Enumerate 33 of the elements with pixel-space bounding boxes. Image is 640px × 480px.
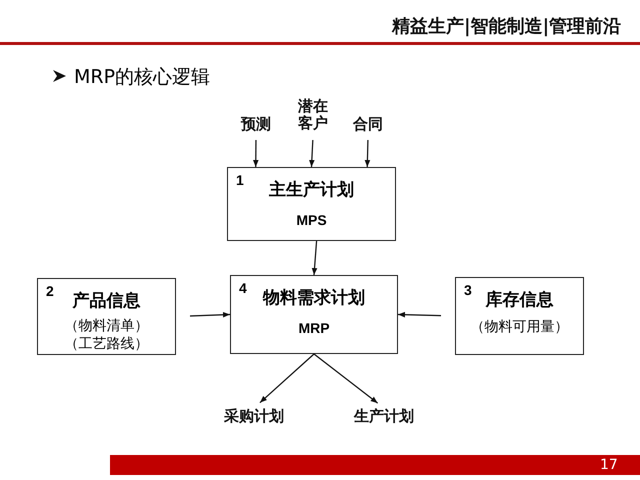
arrow <box>398 312 442 318</box>
box-heading: 产品信息 <box>72 290 140 312</box>
arrow <box>253 140 259 167</box>
arrow <box>309 140 315 168</box>
box-subtitle: MRP <box>298 320 330 336</box>
process-box <box>230 275 398 354</box>
arrow <box>314 354 378 404</box>
box-heading: 主生产计划 <box>269 179 354 201</box>
process-box <box>227 167 396 241</box>
box-note: （物料可用量） <box>470 318 568 336</box>
input-label: 预测 <box>238 116 274 136</box>
process-box <box>37 278 176 355</box>
box-number: 4 <box>239 280 247 296</box>
page-number: 17 <box>600 457 618 473</box>
header-tagline: 精益生产|智能制造|管理前沿 <box>392 15 622 38</box>
process-box <box>455 277 584 355</box>
box-number: 2 <box>46 283 54 299</box>
box-subtitle: MPS <box>296 212 327 228</box>
slide-title: MRP的核心逻辑 <box>74 65 210 90</box>
arrow <box>364 140 370 168</box>
box-heading: 库存信息 <box>486 289 554 311</box>
input-label: 合同 <box>350 116 386 136</box>
box-note: （工艺路线） <box>64 335 148 353</box>
box-heading: 物料需求计划 <box>263 287 365 309</box>
input-label: 采购计划 <box>214 408 294 428</box>
box-note: （物料清单） <box>64 317 148 335</box>
box-number: 1 <box>236 172 244 188</box>
input-label: 潜在客户 <box>295 98 331 136</box>
arrow <box>312 240 318 276</box>
arrow <box>260 354 314 404</box>
arrow <box>190 312 230 318</box>
box-number: 3 <box>464 282 472 298</box>
input-label: 生产计划 <box>344 408 424 428</box>
